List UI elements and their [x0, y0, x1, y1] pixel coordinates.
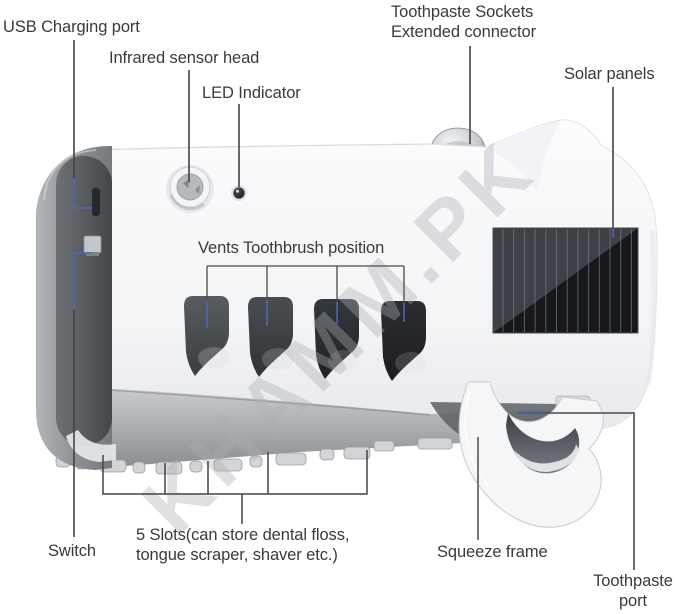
label-toothpaste-port-line2: port: [618, 592, 648, 610]
label-slots-line2: tongue scraper, shaver etc.): [136, 546, 338, 564]
toothbrush-vents: [184, 296, 427, 381]
label-toothpaste-sockets: Toothpaste Sockets Extended connector: [391, 2, 536, 42]
label-toothpaste-sockets-line2: Extended connector: [391, 23, 536, 41]
label-slots-line1: 5 Slots(can store dental floss,: [136, 526, 350, 544]
label-toothpaste-port: Toothpaste port: [583, 571, 679, 611]
label-solar-panels: Solar panels: [564, 65, 655, 83]
left-end-cap: [36, 146, 116, 470]
led-indicator: [231, 185, 247, 201]
solar-panel: [492, 227, 639, 334]
label-switch: Switch: [48, 542, 96, 560]
cap-recess: [56, 156, 112, 446]
label-usb-charging-port: USB Charging port: [3, 18, 140, 36]
infrared-sensor-head: [166, 165, 214, 213]
label-squeeze-frame: Squeeze frame: [437, 543, 548, 561]
label-infrared-sensor-head: Infrared sensor head: [109, 49, 260, 67]
label-toothpaste-port-line1: Toothpaste: [593, 572, 673, 590]
label-vents: Vents Toothbrush position: [198, 239, 385, 257]
label-led-indicator: LED Indicator: [202, 84, 301, 102]
label-toothpaste-sockets-line1: Toothpaste Sockets: [391, 3, 534, 21]
label-slots: 5 Slots(can store dental floss, tongue s…: [136, 525, 349, 565]
usb-charging-port: [92, 188, 100, 216]
fin-shading: [487, 120, 561, 191]
power-switch: [83, 235, 102, 256]
